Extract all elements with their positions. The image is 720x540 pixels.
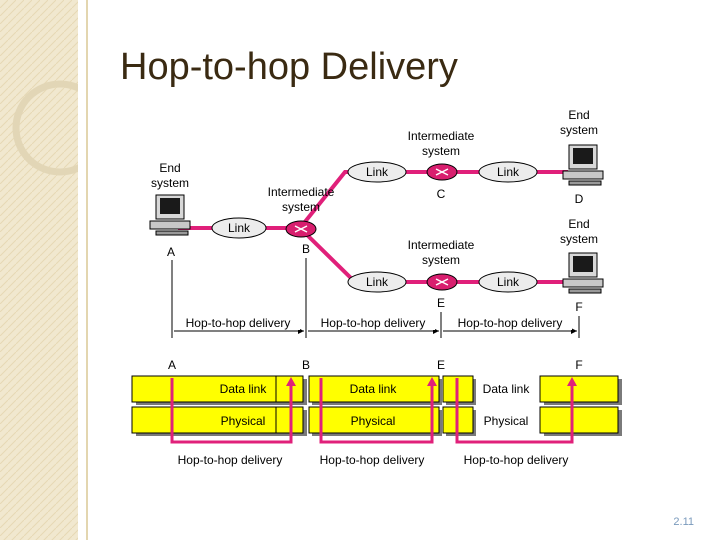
link-label-cd: Link	[497, 165, 520, 179]
hop-label-top-3: Hop-to-hop delivery	[458, 316, 563, 330]
end-system-label-a-l1: End	[159, 161, 180, 175]
intermediate-label-e-l2: system	[422, 253, 460, 267]
hop-label-bottom-3: Hop-to-hop delivery	[464, 453, 569, 467]
node-label-d: D	[575, 192, 584, 206]
node-label-f: F	[575, 300, 582, 314]
intermediate-label-c-l1: Intermediate	[408, 129, 475, 143]
end-system-label-d-l1: End	[568, 108, 589, 122]
layer-label-physical: Physical	[484, 414, 529, 428]
layer-column-label-a: A	[168, 358, 176, 372]
link-ellipse: Link	[478, 161, 538, 183]
layer-delivery-paths	[170, 378, 574, 444]
intermediate-label-e-l1: Intermediate	[408, 238, 475, 252]
router-icon	[426, 163, 458, 181]
computer-icon	[149, 194, 191, 236]
layer-column-label-f: F	[575, 358, 582, 372]
link-ellipse: Link	[347, 161, 407, 183]
hop-label-top-1: Hop-to-hop delivery	[186, 316, 291, 330]
hop-label-top-2: Hop-to-hop delivery	[321, 316, 426, 330]
end-system-label-a-l2: system	[151, 176, 189, 190]
link-label-ef: Link	[497, 275, 520, 289]
router-icon	[285, 220, 317, 238]
end-system-label-d-l2: system	[560, 123, 598, 137]
sidebar-pattern	[0, 0, 78, 540]
node-label-b: B	[302, 242, 310, 256]
layer-label-physical: Physical	[221, 414, 266, 428]
link-ellipse: Link	[478, 271, 538, 293]
link-label-be: Link	[366, 275, 389, 289]
node-label-a: A	[167, 245, 175, 259]
intermediate-label-b-l1: Intermediate	[268, 185, 335, 199]
link-label-bc: Link	[366, 165, 389, 179]
page-number: 2.11	[673, 516, 694, 528]
sidebar-divider	[86, 0, 88, 540]
link-ellipse: Link	[347, 271, 407, 293]
link-ellipse: Link	[211, 217, 267, 239]
link-label-ab: Link	[228, 221, 251, 235]
slide-title: Hop-to-hop Delivery	[120, 46, 458, 88]
layer-label-data-link: Data link	[483, 382, 531, 396]
computer-icon	[562, 252, 604, 294]
end-system-label-f-l1: End	[568, 217, 589, 231]
layer-column-label-e: E	[437, 358, 445, 372]
router-icon	[426, 273, 458, 291]
intermediate-label-c-l2: system	[422, 144, 460, 158]
node-label-c: C	[437, 187, 446, 201]
hop-separators	[171, 258, 580, 338]
intermediate-label-b-l2: system	[282, 200, 320, 214]
hop-label-bottom-1: Hop-to-hop delivery	[178, 453, 283, 467]
computer-icon	[562, 144, 604, 186]
decorative-sidebar	[0, 0, 78, 540]
end-system-label-f-l2: system	[560, 232, 598, 246]
hop-label-bottom-2: Hop-to-hop delivery	[320, 453, 425, 467]
layer-column-label-b: B	[302, 358, 310, 372]
node-label-e: E	[437, 296, 445, 310]
layer-label-data-link: Data link	[350, 382, 398, 396]
layer-label-physical: Physical	[351, 414, 396, 428]
layer-delivery-arrowheads	[286, 377, 577, 386]
layer-label-data-link: Data link	[220, 382, 268, 396]
